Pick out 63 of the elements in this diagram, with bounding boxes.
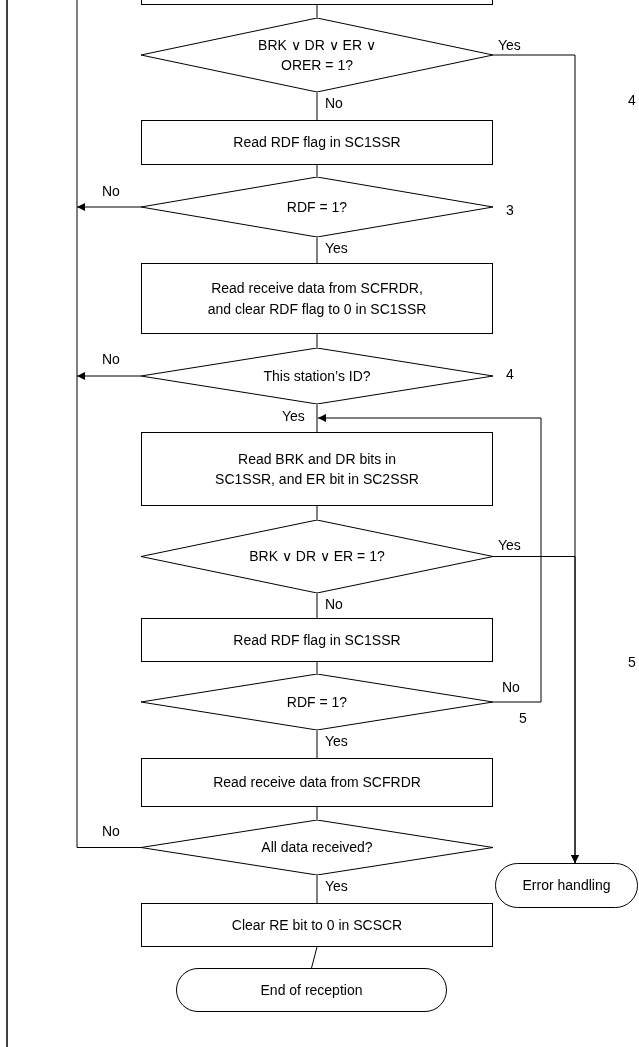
condition-text: BRK ∨ DR ∨ ER = 1?: [249, 547, 385, 567]
step-text: Read receive data from SCFRDR: [213, 773, 421, 793]
step-text: Read RDF flag in SC1SSR: [233, 133, 401, 153]
terminal-text: Error handling: [522, 876, 611, 896]
condition-text: BRK ∨ DR ∨ ER ∨ ORER = 1?: [257, 35, 377, 75]
annotation-number: 4: [628, 91, 636, 110]
arrow: [76, 372, 142, 380]
edge-label: No: [102, 184, 120, 198]
edge-label: Yes: [498, 38, 521, 52]
edge-label: Yes: [282, 409, 305, 423]
step-number: 3: [506, 201, 514, 220]
connector-line: [76, 0, 142, 848]
process-box: [141, 618, 493, 662]
terminal-box: [495, 863, 638, 908]
edge-label: No: [102, 824, 120, 838]
connector-line: [311, 946, 318, 969]
condition-text: RDF = 1?: [286, 692, 348, 712]
terminal-box: [176, 968, 447, 1012]
connector-line: [316, 592, 318, 619]
process-box: [141, 263, 493, 334]
process-box: [141, 432, 493, 506]
step-text: Read RDF flag in SC1SSR: [233, 630, 401, 650]
arrow: [317, 414, 542, 703]
decision-diamond: [141, 177, 493, 237]
connector-line: [316, 403, 318, 433]
step-number: 5: [519, 709, 527, 728]
connector-line: [316, 505, 318, 521]
connector-line: [316, 729, 318, 759]
edge-label: No: [325, 597, 343, 611]
decision-diamond: [141, 348, 493, 404]
connector-line: [316, 236, 318, 264]
terminal-text: End of reception: [260, 980, 363, 1000]
connector-line: [316, 661, 318, 675]
condition-text: RDF = 1?: [286, 197, 348, 217]
decision-diamond: [141, 18, 493, 92]
decision-diamond: [141, 820, 493, 875]
edge-label: No: [325, 96, 343, 110]
process-box: [141, 903, 493, 947]
connector-line: [316, 333, 318, 349]
step-number: 4: [506, 365, 514, 384]
decision-diamond: [141, 674, 493, 730]
arrow: [492, 556, 579, 864]
connector-line: [316, 164, 318, 178]
edge-label: No: [502, 680, 520, 694]
connector-line: [316, 91, 318, 121]
edge-label: Yes: [325, 879, 348, 893]
edge-label: Yes: [325, 734, 348, 748]
edge-label: No: [102, 352, 120, 366]
connector-line: [316, 874, 318, 904]
process-box: [141, 120, 493, 165]
edge-label: Yes: [325, 241, 348, 255]
arrow: [76, 203, 142, 211]
edge-label: Yes: [498, 538, 521, 552]
condition-text: This station’s ID?: [263, 366, 371, 386]
condition-text: All data received?: [261, 838, 373, 858]
step-text: Read BRK and DR bits in SC1SSR, and ER bit in SC2SSR: [214, 449, 420, 489]
connector-line: [316, 4, 318, 19]
step-text: Clear RE bit to 0 in SCSCR: [231, 915, 403, 935]
process-box: [141, 758, 493, 807]
connector-line: [316, 806, 318, 821]
step-text: Read receive data from SCFRDR, and clear RDF flag to 0 in SC1SSR: [206, 279, 428, 319]
decision-diamond: [141, 520, 493, 593]
annotation-number: 5: [628, 653, 636, 672]
